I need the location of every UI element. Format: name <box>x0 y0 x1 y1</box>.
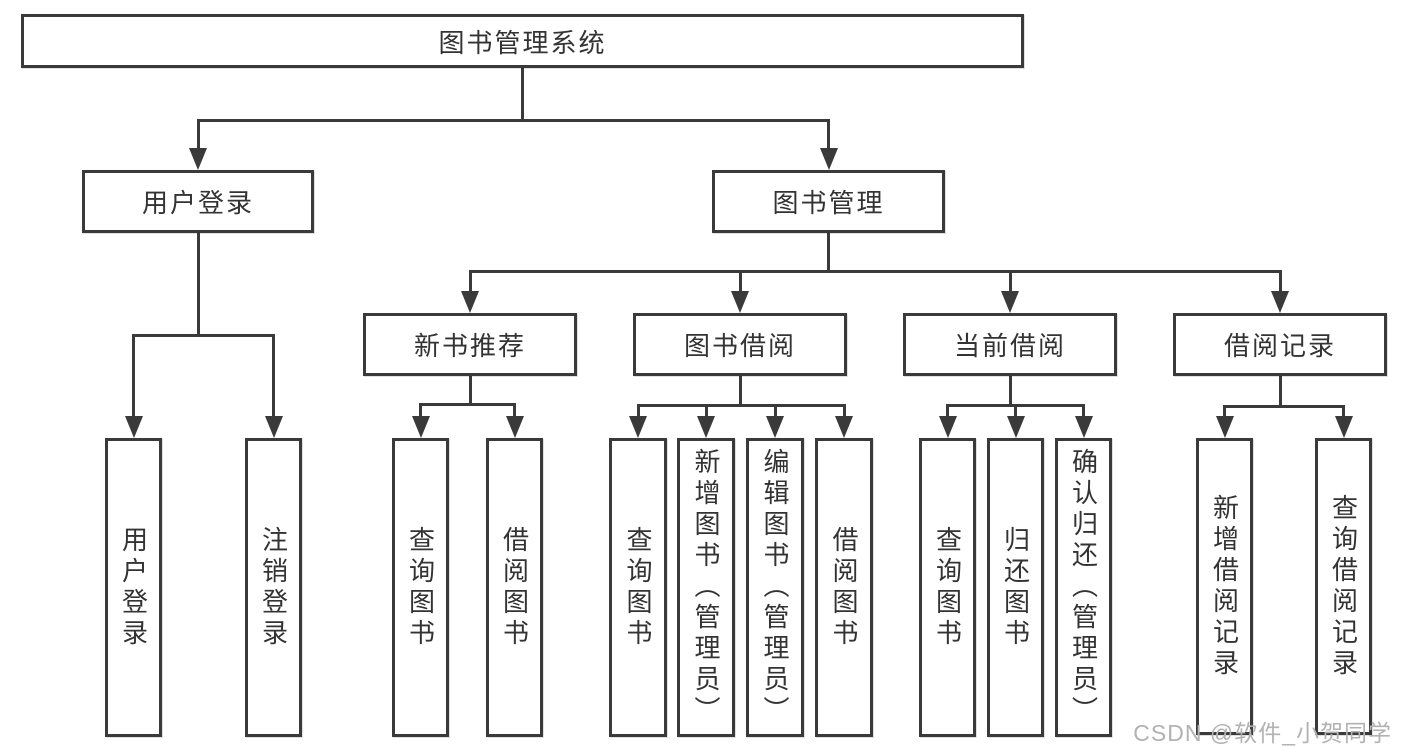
node-borrow-books-1: 借阅图书 <box>486 438 543 737</box>
connector-line <box>946 405 949 423</box>
connector-line <box>513 404 516 423</box>
connector-line <box>1082 405 1085 423</box>
connector-line <box>1342 406 1345 423</box>
connector-line <box>1278 376 1282 406</box>
connector-line <box>1223 404 1345 408</box>
connector-line <box>196 118 830 122</box>
node-query-borrow-record: 查询借阅记录 <box>1315 438 1372 735</box>
arrow-down-icon <box>124 416 143 438</box>
connector-line <box>1014 405 1017 423</box>
connector-line <box>636 405 640 423</box>
node-logout-login: 注销登录 <box>245 438 302 737</box>
node-edit-books-admin: 编辑图书（管理员） <box>746 438 804 737</box>
node-current-borrow: 当前借阅 <box>903 313 1117 376</box>
arrow-down-icon <box>1006 416 1025 438</box>
connector-line <box>1008 271 1012 298</box>
arrow-down-icon <box>411 416 430 438</box>
arrow-down-icon <box>835 416 853 438</box>
connector-line <box>272 335 275 423</box>
connector-line <box>196 233 200 335</box>
connector-line <box>1278 271 1282 298</box>
node-confirm-return-admin: 确认归还（管理员） <box>1055 438 1112 737</box>
connector-line <box>827 233 830 271</box>
connector-line <box>738 376 742 405</box>
connector-line <box>738 271 742 298</box>
node-book-management: 图书管理 <box>712 170 945 233</box>
node-add-books-admin: 新增图书（管理员） <box>677 438 735 737</box>
connector-line <box>827 120 830 155</box>
node-user-login: 用户登录 <box>105 438 162 737</box>
connector-line <box>419 404 422 423</box>
arrow-down-icon <box>1215 416 1234 438</box>
arrow-down-icon <box>1074 416 1093 438</box>
node-add-borrow-record: 新增借阅记录 <box>1196 438 1253 735</box>
arrow-down-icon <box>264 416 283 438</box>
node-book-borrow: 图书借阅 <box>633 313 847 376</box>
arrow-down-icon <box>189 148 207 170</box>
connector-line <box>468 269 1282 273</box>
connector-line <box>468 271 472 298</box>
connector-line <box>419 402 516 406</box>
connector-line <box>842 405 846 423</box>
watermark: CSDN @软件_小贺同学 <box>1133 720 1392 746</box>
connector-line <box>1223 406 1226 423</box>
arrow-down-icon <box>938 416 957 438</box>
arrow-down-icon <box>1334 416 1353 438</box>
connector-line <box>196 120 200 155</box>
arrow-down-icon <box>697 416 715 438</box>
arrow-down-icon <box>461 291 479 313</box>
connector-line <box>132 333 275 337</box>
connector-line <box>521 68 524 120</box>
node-borrow-books-2: 借阅图书 <box>815 438 873 737</box>
node-query-books-1: 查询图书 <box>392 438 449 737</box>
node-query-books-2: 查询图书 <box>609 438 667 737</box>
arrow-down-icon <box>819 148 838 170</box>
node-query-books-3: 查询图书 <box>919 438 976 737</box>
node-borrow-records: 借阅记录 <box>1173 313 1387 376</box>
node-return-books: 归还图书 <box>987 438 1044 737</box>
connector-line <box>1008 376 1012 405</box>
arrow-down-icon <box>505 416 524 438</box>
connector-line <box>636 403 846 407</box>
node-new-book-recommend: 新书推荐 <box>363 313 577 376</box>
node-library-system: 图书管理系统 <box>21 14 1024 68</box>
arrow-down-icon <box>766 416 784 438</box>
arrow-down-icon <box>731 291 749 313</box>
node-user-login-group: 用户登录 <box>82 170 314 233</box>
arrow-down-icon <box>1271 291 1289 313</box>
connector-line <box>704 405 708 423</box>
connector-line <box>132 335 135 423</box>
arrow-down-icon <box>1001 291 1019 313</box>
connector-line <box>468 376 472 404</box>
arrow-down-icon <box>629 416 647 438</box>
connector-line <box>773 405 777 423</box>
